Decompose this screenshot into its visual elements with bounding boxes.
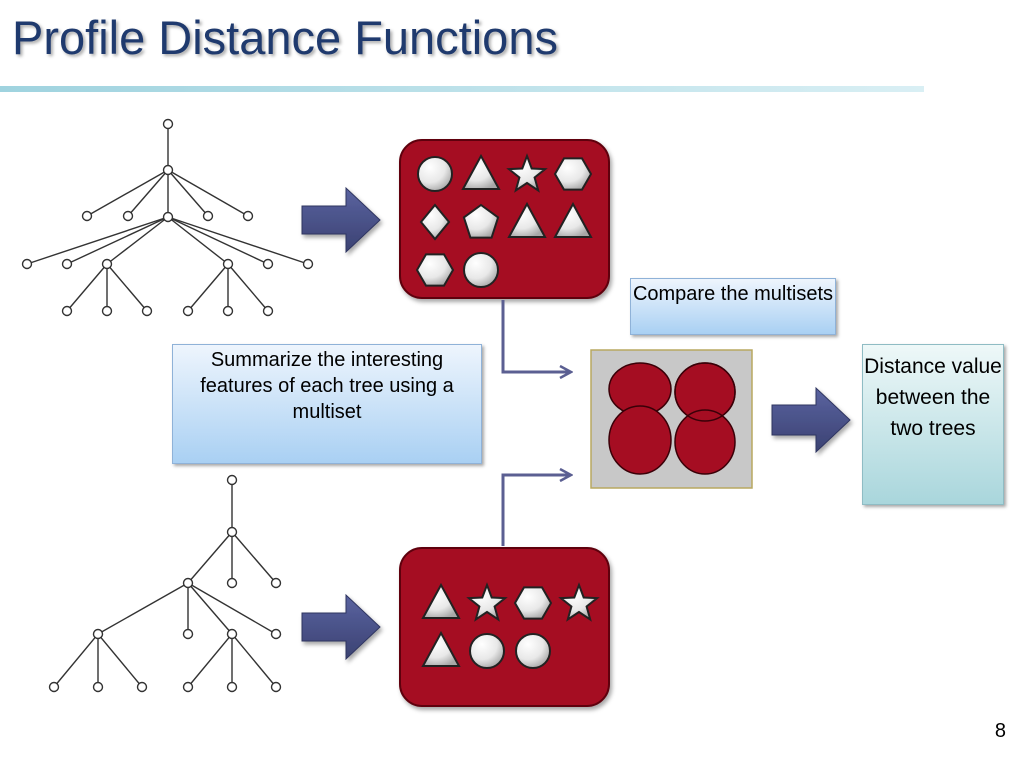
multiset-shapes [415, 153, 593, 288]
circle-icon [417, 156, 453, 192]
tree-node [48, 681, 60, 693]
callout-compare: Compare the multisets [630, 278, 836, 335]
star-icon [558, 582, 600, 622]
hexagon-icon [415, 253, 455, 287]
triangle-icon [553, 201, 593, 238]
right-arrow-icon [301, 186, 381, 254]
hexagon-icon [553, 157, 593, 191]
tree-edge [227, 263, 269, 312]
title-underline [0, 86, 924, 92]
tree-node [226, 474, 238, 486]
tree-node [222, 258, 234, 270]
star-icon [466, 582, 508, 622]
connector-arrow-bottom [501, 475, 570, 546]
tree-edge [167, 169, 209, 217]
tree-node [222, 305, 234, 317]
tree-node [182, 681, 194, 693]
tree-edge [167, 216, 229, 265]
tree-node [101, 258, 113, 270]
tree-edge [167, 216, 269, 265]
triangle-icon [421, 630, 461, 667]
right-arrow-icon [301, 593, 381, 661]
venn-diagram-icon [590, 349, 753, 489]
tree-icon [21, 118, 314, 317]
tree-edge [187, 531, 233, 584]
circle-icon [469, 633, 505, 669]
tree-node [262, 258, 274, 270]
tree-edge [231, 633, 277, 688]
tree-edge [53, 633, 99, 688]
right-arrow-icon [771, 386, 851, 454]
triangle-icon [421, 582, 461, 619]
tree-edge [97, 633, 143, 688]
tree-edge [26, 216, 169, 265]
tree-node [122, 210, 134, 222]
tree-node [226, 681, 238, 693]
tree-node [162, 118, 174, 130]
tree-node [202, 210, 214, 222]
slide-title: Profile Distance Functions [12, 11, 558, 64]
tree-node [302, 258, 314, 270]
tree-edge [187, 582, 277, 635]
tree-node [162, 211, 174, 223]
multiset-box-top [399, 139, 610, 299]
page-number: 8 [994, 720, 1006, 742]
diamond-icon [419, 203, 451, 241]
tree-node [262, 305, 274, 317]
tree-edge [106, 216, 169, 265]
tree-edge [167, 216, 309, 265]
tree-node [101, 305, 113, 317]
circle-icon [515, 633, 551, 669]
pentagon-icon [462, 203, 500, 239]
tree-edge [66, 216, 169, 265]
tree-node [61, 258, 73, 270]
tree-node [61, 305, 73, 317]
tree-node [182, 577, 194, 589]
tree-node [141, 305, 153, 317]
tree-icon [48, 474, 282, 693]
tree-node [226, 526, 238, 538]
tree-edge [66, 263, 108, 312]
tree-edge [187, 582, 233, 635]
tree-edge [86, 169, 169, 217]
tree-node [92, 681, 104, 693]
tree-edge [167, 169, 249, 217]
callout-distance: Distance value between the two trees [862, 344, 1004, 505]
tree-edge [231, 531, 277, 584]
triangle-icon [461, 153, 501, 190]
tree-edge [97, 582, 189, 635]
tree-node [182, 305, 194, 317]
tree-node [270, 628, 282, 640]
multiset-box-bottom [399, 547, 610, 707]
star-icon [506, 153, 548, 193]
connector-arrow-top [501, 300, 570, 372]
tree-node [226, 577, 238, 589]
hexagon-icon [513, 586, 553, 620]
callout-summary: Summarize the interesting features of ea… [172, 344, 482, 464]
tree-edge [106, 263, 148, 312]
tree-node [270, 681, 282, 693]
tree-node [182, 628, 194, 640]
tree-edge [187, 633, 233, 688]
tree-node [21, 258, 33, 270]
tree-node [81, 210, 93, 222]
tree-edge [187, 263, 229, 312]
circle-icon [463, 252, 499, 288]
tree-node [92, 628, 104, 640]
tree-edge [127, 169, 169, 217]
tree-node [136, 681, 148, 693]
multiset-shapes [421, 582, 600, 669]
tree-node [242, 210, 254, 222]
triangle-icon [507, 201, 547, 238]
tree-node [270, 577, 282, 589]
tree-node [162, 164, 174, 176]
tree-node [226, 628, 238, 640]
